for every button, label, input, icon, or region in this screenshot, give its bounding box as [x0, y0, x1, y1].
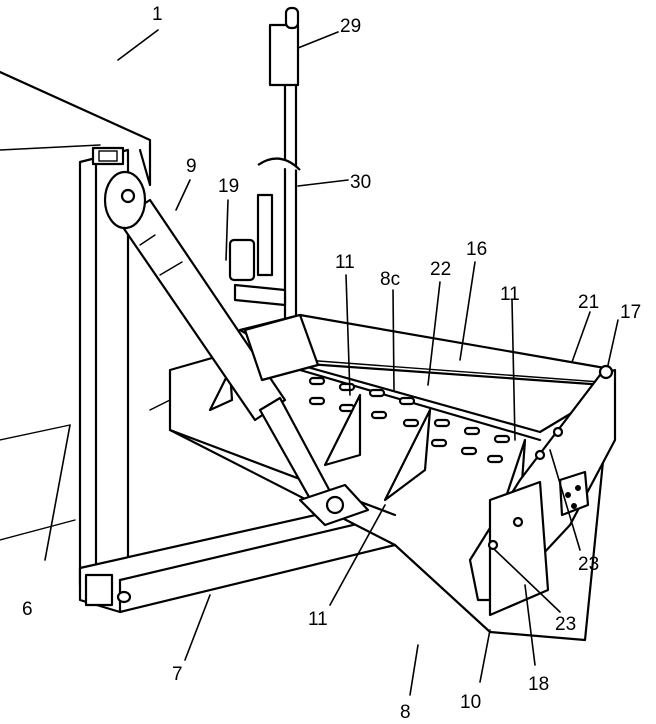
label-7: 7: [172, 664, 183, 685]
leader-lines: [44, 29, 619, 696]
label-30: 30: [350, 172, 371, 193]
label-8c: 8c: [380, 269, 400, 290]
label-19: 19: [218, 176, 239, 197]
label-29: 29: [340, 16, 361, 37]
hydraulic-cylinder: [103, 170, 370, 527]
label-21: 21: [578, 292, 599, 313]
label-18: 18: [528, 674, 549, 695]
label-22: 22: [430, 259, 451, 280]
label-11-right: 11: [500, 284, 520, 305]
label-11-left: 11: [335, 252, 355, 273]
label-8: 8: [400, 702, 411, 723]
label-17: 17: [620, 302, 641, 323]
label-11-bottom: 11: [308, 609, 328, 630]
label-6: 6: [22, 599, 33, 620]
label-10: 10: [460, 692, 481, 713]
wing-plate: [487, 480, 550, 617]
label-16: 16: [466, 239, 487, 260]
reference-labels: 1 29 9 19 30 11 8c 22 16 11 21 17 23 6 1…: [22, 4, 641, 723]
label-9: 9: [186, 156, 197, 177]
upright-post: [78, 146, 130, 587]
label-23-upper: 23: [578, 554, 599, 575]
vehicle-body: [0, 70, 171, 541]
label-1: 1: [152, 4, 163, 25]
actuator: [228, 6, 320, 382]
label-23-lower: 23: [555, 614, 576, 635]
